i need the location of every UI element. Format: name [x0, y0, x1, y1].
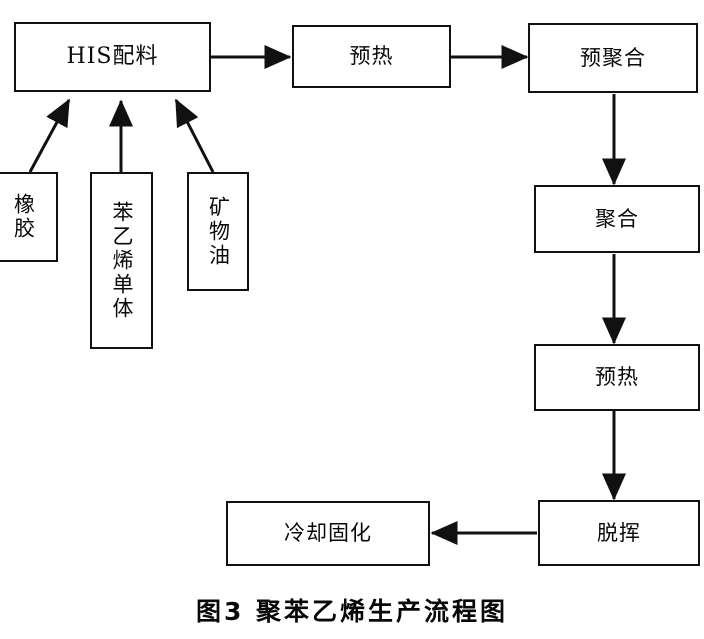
node-styrene-monomer-label: 苯乙烯单体: [110, 200, 134, 321]
arrow-rubber-to-his: [28, 98, 71, 173]
node-devolatilization[interactable]: 脱挥: [538, 500, 700, 566]
node-mineral-oil-label: 矿物油: [206, 195, 231, 268]
arrow-mineraloil-to-his: [174, 98, 215, 173]
node-rubber[interactable]: 橡胶: [0, 172, 58, 262]
node-polymerization[interactable]: 聚合: [534, 185, 700, 253]
figure-caption: 图3 聚苯乙烯生产流程图: [195, 597, 509, 626]
node-preheat-1-label: 预热: [349, 44, 394, 69]
node-cooling-solidification[interactable]: 冷却固化: [226, 501, 430, 566]
node-preheat-1[interactable]: 预热: [292, 25, 451, 88]
node-preheat-2-label: 预热: [595, 365, 639, 390]
node-prepolymerization[interactable]: 预聚合: [528, 23, 698, 93]
node-mineral-oil[interactable]: 矿物油: [187, 172, 249, 291]
node-devolatilization-label: 脱挥: [597, 520, 641, 545]
node-preheat-2[interactable]: 预热: [534, 344, 700, 411]
node-his-blend-label: HIS配料: [66, 44, 159, 70]
node-styrene-monomer[interactable]: 苯乙烯单体: [90, 172, 153, 349]
node-polymerization-label: 聚合: [595, 206, 639, 231]
node-cooling-solidification-label: 冷却固化: [284, 521, 372, 546]
node-prepolymerization-label: 预聚合: [580, 45, 646, 70]
node-his-blend[interactable]: HIS配料: [14, 22, 211, 92]
node-rubber-label: 橡胶: [11, 193, 36, 241]
